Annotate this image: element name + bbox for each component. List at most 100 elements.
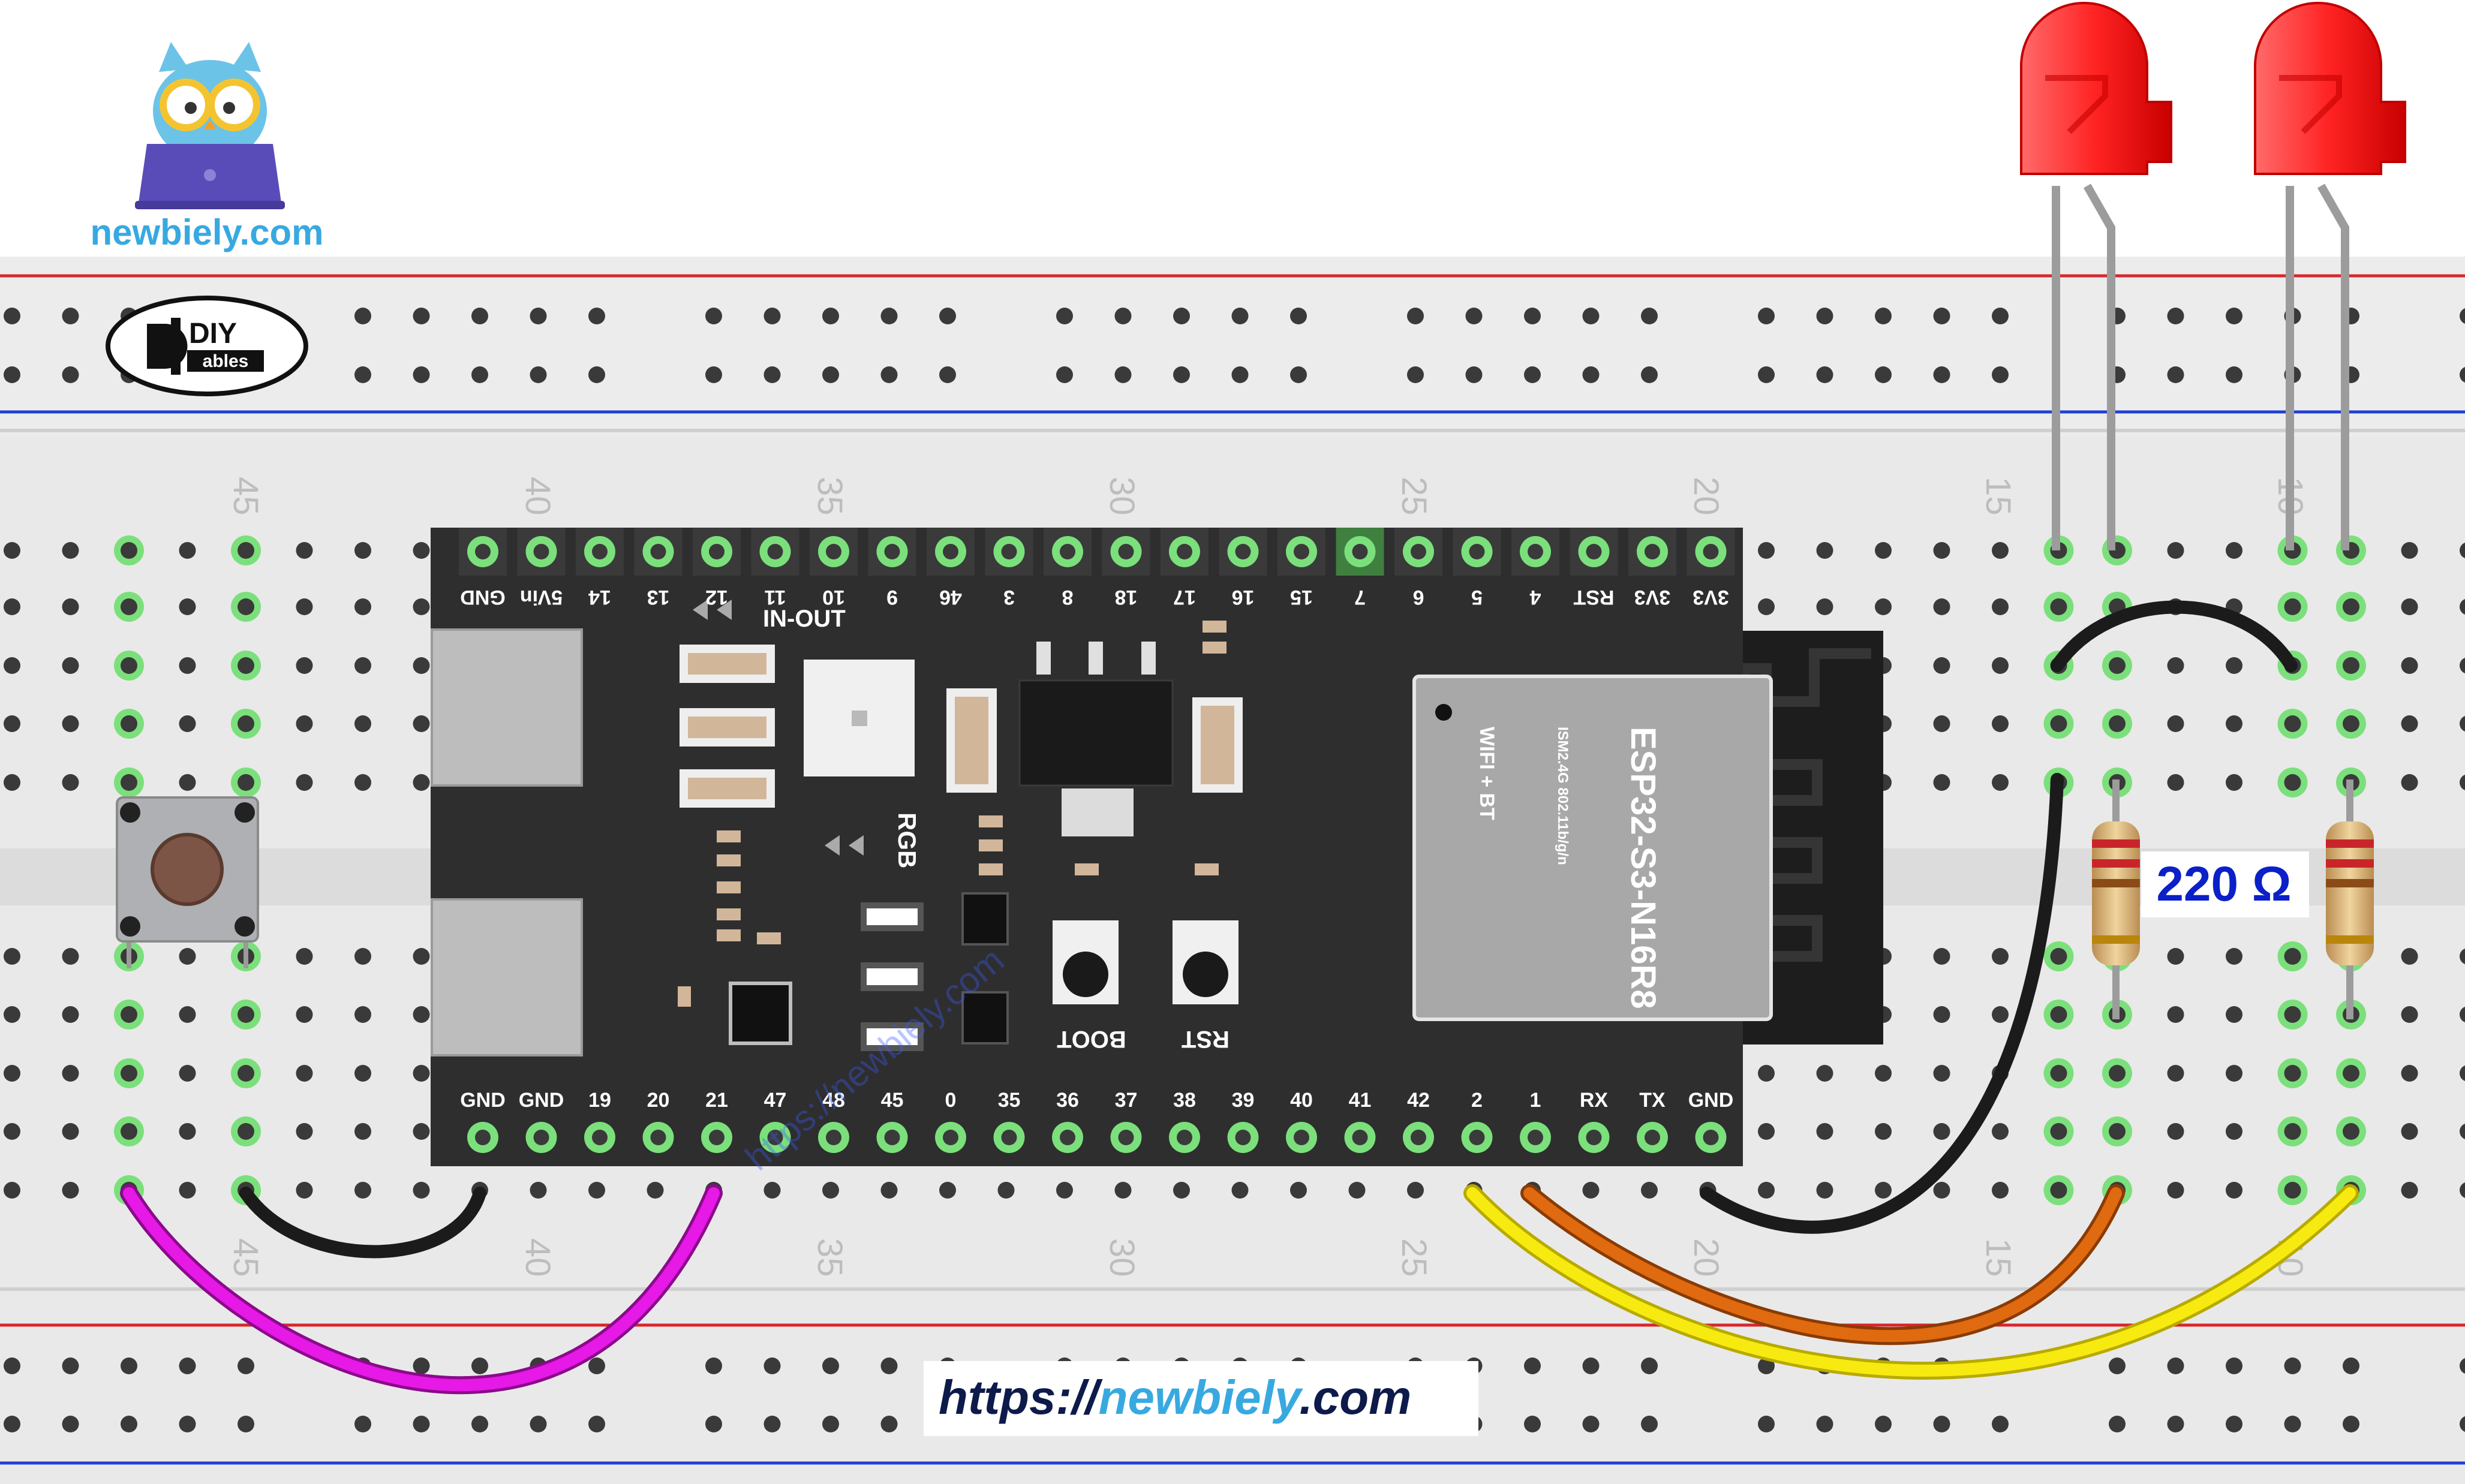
- breadboard-hole: [2226, 1182, 2242, 1199]
- breadboard-hole: [121, 542, 137, 559]
- breadboard-hole: [880, 1357, 898, 1374]
- wires: [120, 600, 2359, 1395]
- breadboard-hole: [530, 1182, 547, 1199]
- pin-label-top: 13: [647, 586, 670, 609]
- pin-hole: [1118, 1130, 1134, 1145]
- breadboard-hole: [121, 1123, 137, 1140]
- breadboard-hole: [2460, 1065, 2465, 1082]
- breadboard-hole: [121, 1065, 137, 1082]
- pin-hole: [1469, 544, 1485, 559]
- breadboard-hole: [4, 948, 20, 965]
- breadboard-hole: [2226, 1065, 2242, 1082]
- pin-label-top: 6: [1413, 586, 1424, 609]
- breadboard-hole: [2460, 1416, 2465, 1432]
- breadboard-hole: [1933, 1006, 1950, 1023]
- breadboard-hole: [2109, 715, 2126, 732]
- breadboard-hole: [2167, 1357, 2184, 1374]
- pin-hole: [1411, 1130, 1426, 1145]
- pin-label-top: 15: [1290, 586, 1313, 609]
- breadboard-hole: [62, 774, 79, 791]
- breadboard-hole: [413, 774, 430, 791]
- breadboard-hole: [2284, 948, 2301, 965]
- pin-hole: [1528, 544, 1543, 559]
- pin-hole: [475, 1130, 491, 1145]
- breadboard-hole: [1582, 308, 1600, 324]
- breadboard-hole: [1992, 657, 2009, 674]
- breadboard-hole: [2226, 657, 2242, 674]
- pin-label-bottom: 47: [764, 1089, 787, 1112]
- pin-hole: [767, 544, 783, 559]
- breadboard-hole: [1231, 308, 1249, 324]
- breadboard-hole: [1173, 308, 1190, 324]
- pin-hole: [884, 1130, 900, 1145]
- pin-label-top: 11: [765, 586, 786, 609]
- breadboard-hole: [2226, 1357, 2242, 1374]
- breadboard-hole: [1992, 366, 2009, 383]
- breadboard-hole: [1114, 366, 1132, 383]
- breadboard-hole: [413, 948, 430, 965]
- breadboard-hole: [1056, 1182, 1073, 1199]
- breadboard-hole: [413, 715, 430, 732]
- breadboard-hole: [413, 1123, 430, 1140]
- breadboard-hole: [2167, 715, 2184, 732]
- breadboard-hole: [1290, 308, 1307, 324]
- breadboard-hole: [4, 1182, 20, 1199]
- breadboard-hole: [1407, 308, 1424, 324]
- pin-label-bottom: 38: [1173, 1089, 1196, 1112]
- pin-label-top: 3V3: [1693, 586, 1729, 609]
- pin-label-top: 5: [1471, 586, 1483, 609]
- breadboard-hole: [2050, 1006, 2067, 1023]
- breadboard-hole: [1816, 542, 1833, 559]
- pin-label-top: 8: [1062, 586, 1074, 609]
- breadboard-hole: [62, 542, 79, 559]
- breadboard-hole: [2460, 542, 2465, 559]
- breadboard-hole: [413, 542, 430, 559]
- breadboard-hole: [2284, 1357, 2301, 1374]
- breadboard-hole: [1056, 366, 1073, 383]
- usb-port-bottom: [431, 898, 583, 1056]
- breadboard-hole: [1933, 657, 1950, 674]
- breadboard-hole: [4, 1416, 20, 1432]
- breadboard-hole: [121, 598, 137, 615]
- breadboard-hole: [2167, 542, 2184, 559]
- breadboard-hole: [1933, 948, 1950, 965]
- breadboard-hole: [354, 774, 371, 791]
- capacitor-2: [680, 708, 775, 746]
- breadboard-hole: [2460, 1182, 2465, 1199]
- breadboard-hole: [2167, 1065, 2184, 1082]
- breadboard-hole: [296, 657, 313, 674]
- breadboard-hole: [1231, 366, 1249, 383]
- pin-label-top: 3: [1003, 586, 1015, 609]
- pin-label-top: 12: [705, 586, 728, 609]
- pin-label-bottom: 35: [998, 1089, 1021, 1112]
- url-prefix: https://: [939, 1371, 1103, 1424]
- column-number: 20: [1687, 1238, 1726, 1277]
- breadboard-hole: [2050, 1065, 2067, 1082]
- breadboard-hole: [62, 948, 79, 965]
- breadboard-hole: [62, 1006, 79, 1023]
- url-footer: https://newbiely.com: [939, 1371, 1411, 1424]
- chip-name: ESP32-S3-N16R8: [1624, 727, 1663, 1009]
- breadboard-hole: [1933, 542, 1950, 559]
- breadboard-hole: [62, 308, 79, 324]
- breadboard-hole: [4, 1065, 20, 1082]
- resistor-icon: [2326, 821, 2374, 965]
- breadboard-hole: [1524, 1416, 1541, 1432]
- breadboard-hole: [1582, 366, 1600, 383]
- pin-label-bottom: 21: [705, 1089, 728, 1112]
- breadboard-hole: [1290, 366, 1307, 383]
- breadboard-hole: [763, 366, 781, 383]
- pin-label-bottom: 41: [1349, 1089, 1372, 1112]
- column-number: 40: [518, 477, 557, 516]
- breadboard-hole: [1524, 308, 1541, 324]
- pin-hole: [1352, 1130, 1368, 1145]
- pin-hole: [1001, 1130, 1017, 1145]
- breadboard-hole: [4, 366, 20, 383]
- breadboard-hole: [2460, 657, 2465, 674]
- breadboard-hole: [822, 1182, 839, 1199]
- breadboard-hole: [296, 1006, 313, 1023]
- breadboard-hole: [880, 366, 898, 383]
- breadboard-hole: [1992, 598, 2009, 615]
- push-button-icon: [116, 796, 259, 968]
